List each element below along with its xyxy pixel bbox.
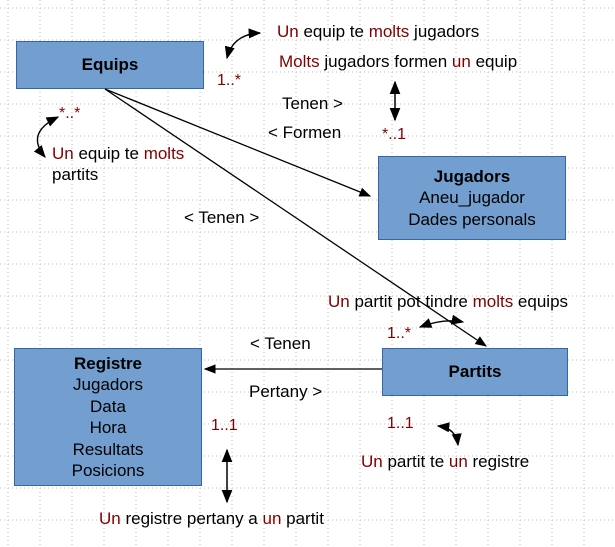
entity-field: Hora bbox=[89, 418, 127, 437]
multiplicity-label: 1..1 bbox=[211, 417, 238, 434]
entity-title: Equips bbox=[81, 55, 139, 75]
multiplicity-label: *..* bbox=[59, 105, 81, 122]
entity-field: Jugadors bbox=[73, 375, 143, 394]
relation-label: Tenen > bbox=[282, 94, 343, 113]
entity-registre: Registre Jugadors Data Hora Resultats Po… bbox=[14, 348, 202, 486]
note-jugadors-equip: Molts jugadors formen un equip bbox=[279, 52, 518, 71]
entity-jugadors: Jugadors Aneu_jugador Dades personals bbox=[378, 156, 566, 240]
relation-label: < Formen bbox=[268, 123, 342, 142]
entity-field: Posicions bbox=[71, 461, 145, 480]
entity-field: Resultats bbox=[72, 439, 144, 459]
multiplicity-label: 1..* bbox=[387, 325, 412, 342]
entity-field: Dades personals bbox=[408, 209, 536, 229]
note-equip-partits: Un equip te molts partits bbox=[52, 144, 185, 184]
multiplicity-label: 1..* bbox=[217, 72, 242, 89]
entity-title: Jugadors bbox=[433, 166, 511, 186]
entity-partits: Partits bbox=[382, 348, 568, 396]
entity-title: Partits bbox=[448, 362, 502, 382]
multiplicity-label: 1..1 bbox=[387, 415, 414, 432]
entity-field: Aneu_jugador bbox=[419, 188, 525, 208]
entity-equips: Equips bbox=[16, 41, 204, 89]
note-partit-registre: Un partit te un registre bbox=[361, 452, 530, 471]
relation-label: < Tenen > bbox=[184, 208, 260, 227]
note-equip-jugadors: Un equip te molts jugadors bbox=[277, 22, 480, 41]
relation-label: Pertany > bbox=[249, 382, 323, 401]
note-registre-partit: Un registre pertany a un partit bbox=[99, 509, 324, 528]
multiplicity-label: *..1 bbox=[382, 126, 407, 143]
entity-field: Data bbox=[90, 396, 126, 416]
note-partit-equips: Un partit pot tindre molts equips bbox=[328, 292, 569, 311]
entity-title: Registre bbox=[73, 353, 143, 373]
relation-label: < Tenen bbox=[250, 334, 311, 353]
